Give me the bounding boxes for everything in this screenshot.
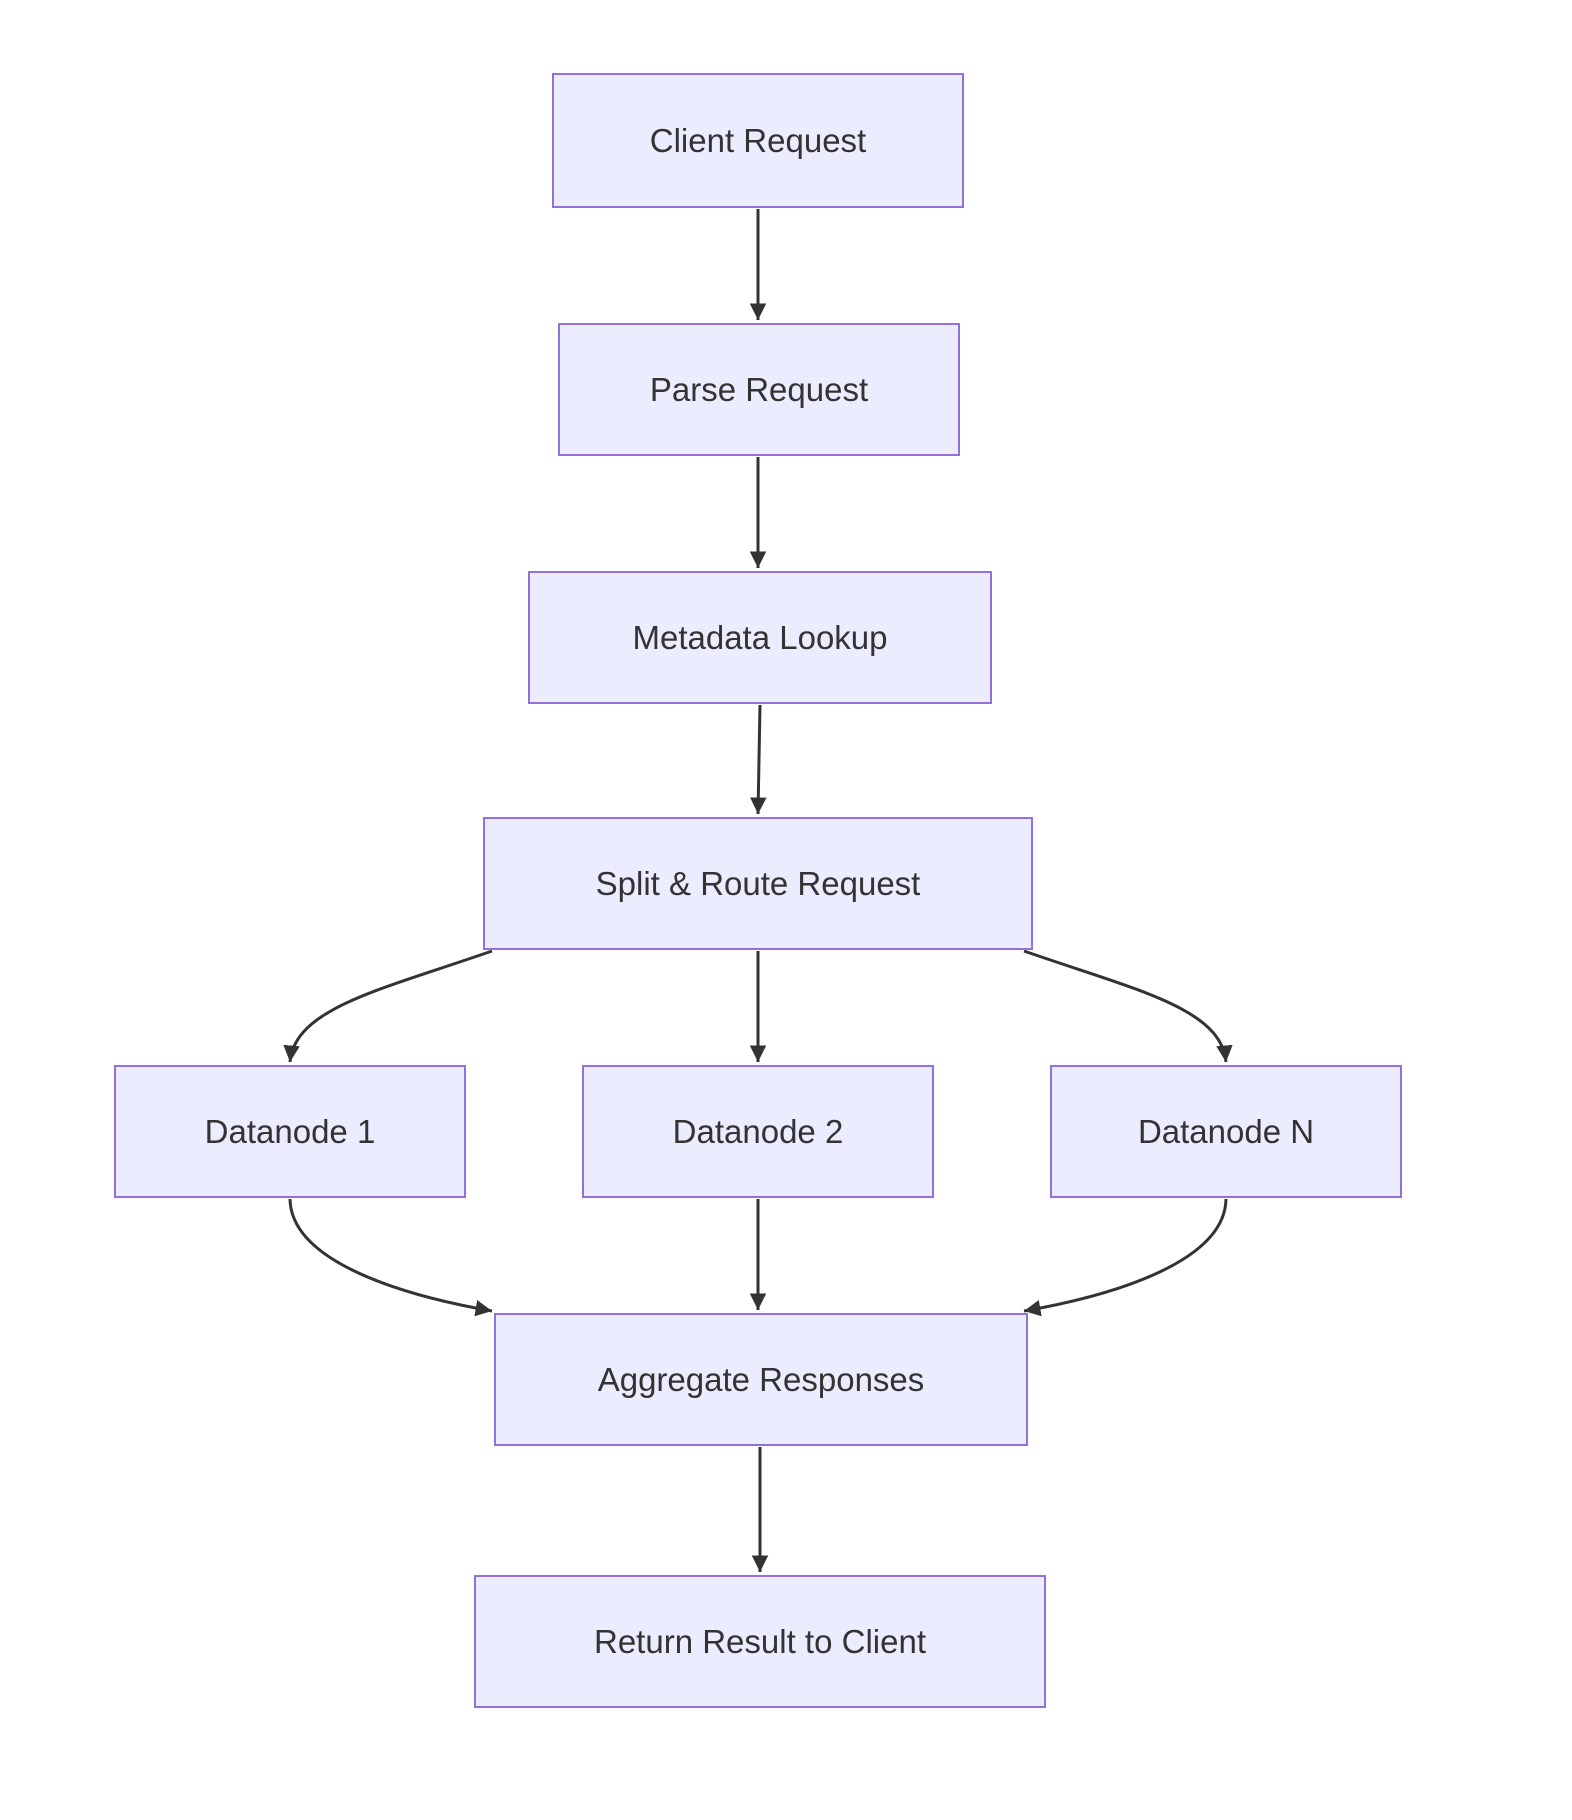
node-split-route-request: Split & Route Request bbox=[483, 817, 1033, 950]
node-return-result-label: Return Result to Client bbox=[594, 1622, 926, 1660]
node-datanode-2-label: Datanode 2 bbox=[672, 1112, 844, 1150]
edge-datanode_1-to-aggregate bbox=[288, 1198, 493, 1317]
node-aggregate-responses-label: Aggregate Responses bbox=[597, 1360, 925, 1398]
node-datanode-2: Datanode 2 bbox=[582, 1065, 934, 1198]
node-metadata-lookup: Metadata Lookup bbox=[528, 571, 992, 704]
edge-split_route-to-datanode_1 bbox=[283, 949, 493, 1063]
node-datanode-n: Datanode N bbox=[1050, 1065, 1402, 1198]
node-datanode-1-label: Datanode 1 bbox=[204, 1112, 376, 1150]
edge-metadata_lookup-to-split_route bbox=[750, 704, 767, 815]
node-client-request-label: Client Request bbox=[649, 121, 867, 159]
node-datanode-1: Datanode 1 bbox=[114, 1065, 466, 1198]
node-aggregate-responses: Aggregate Responses bbox=[494, 1313, 1028, 1446]
node-return-result: Return Result to Client bbox=[474, 1575, 1046, 1708]
node-split-route-request-label: Split & Route Request bbox=[595, 864, 921, 902]
node-metadata-lookup-label: Metadata Lookup bbox=[632, 618, 888, 656]
node-parse-request: Parse Request bbox=[558, 323, 960, 456]
node-parse-request-label: Parse Request bbox=[649, 370, 869, 408]
node-client-request: Client Request bbox=[552, 73, 964, 208]
edge-split_route-to-datanode_n bbox=[1023, 949, 1233, 1063]
edge-datanode_n-to-aggregate bbox=[1023, 1198, 1228, 1317]
node-datanode-n-label: Datanode N bbox=[1137, 1112, 1315, 1150]
